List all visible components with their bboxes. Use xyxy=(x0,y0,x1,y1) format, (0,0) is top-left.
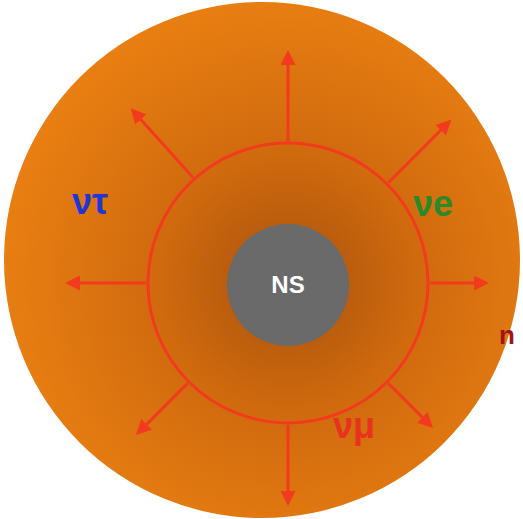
neutrinosphere-ring xyxy=(148,143,428,423)
cut-off-label: n xyxy=(499,322,515,348)
neutron-star-circle: NS xyxy=(226,223,350,347)
neutrino-flux-arrow xyxy=(133,111,193,178)
neutrino-flux-arrow xyxy=(388,383,430,425)
tau-neutrino-label: ντ xyxy=(72,184,108,220)
neutrino-flux-arrow xyxy=(68,282,146,285)
neutrino-flux-arrow xyxy=(388,122,449,183)
neutrino-flux-arrow xyxy=(430,282,486,285)
neutrino-flux-arrow xyxy=(138,383,187,432)
orange-disk xyxy=(4,2,520,518)
muon-neutrino-label: νμ xyxy=(333,408,375,444)
neutrino-flux-arrow xyxy=(287,425,290,503)
star-body xyxy=(227,224,349,346)
neutron-star-label: NS xyxy=(271,273,304,297)
neutrino-flux-arrow xyxy=(287,53,290,141)
electron-neutrino-label: νe xyxy=(413,186,453,222)
